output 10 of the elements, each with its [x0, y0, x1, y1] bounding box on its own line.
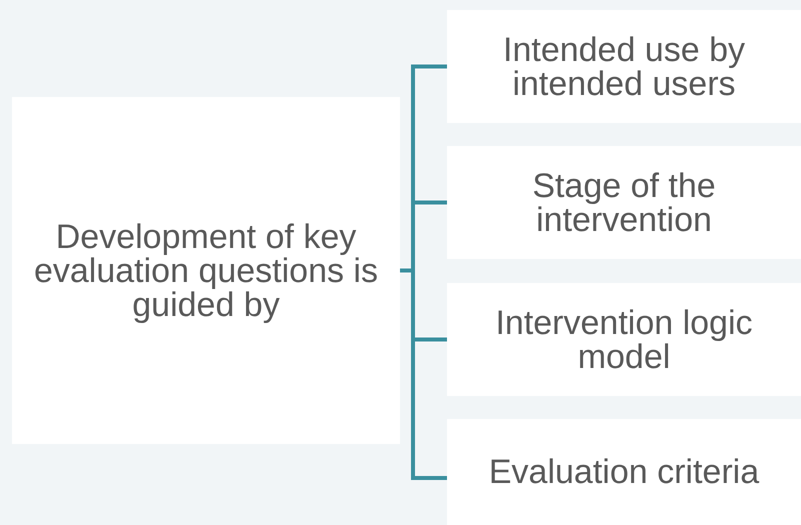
- factor-text: Evaluation criteria: [488, 455, 760, 489]
- topic-box: [12, 97, 400, 444]
- factor-text: Intended use by intended users: [502, 32, 746, 100]
- factor-box: [447, 419, 801, 525]
- factor-text: Stage of the intervention: [531, 168, 717, 236]
- topic-text: Development of key evaluation questions is guided by: [32, 220, 379, 322]
- factor-text: Intervention logic model: [494, 306, 754, 374]
- factor-box: [447, 283, 801, 396]
- factor-box: [447, 146, 801, 259]
- factor-box: [447, 10, 801, 123]
